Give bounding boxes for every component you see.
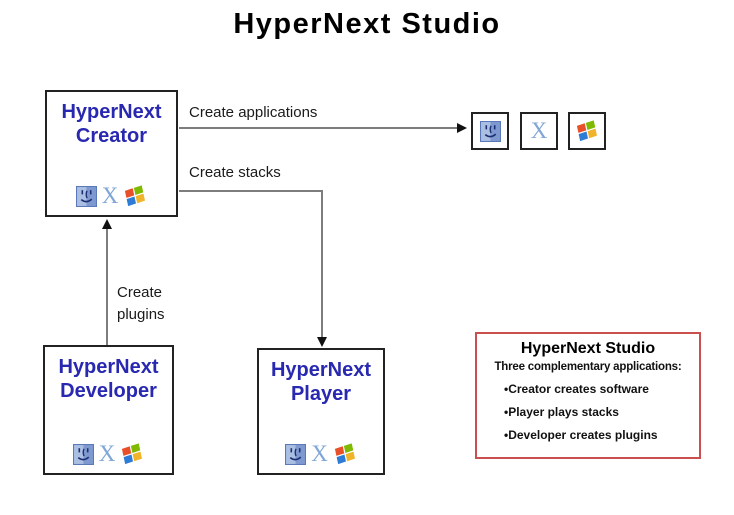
bullet-icon: • [504,405,509,419]
info-box-bullet-list: •Creator creates software •Player plays … [477,382,699,442]
create-plugins-label-line2: plugins [117,305,165,323]
info-bullet-creator: •Creator creates software [504,382,699,396]
create-applications-arrowhead-icon [457,123,467,133]
mac-os-x-icon: X [530,118,548,143]
windows-icon [120,442,144,466]
mac-os-x-icon: X [101,183,119,208]
info-box-subtitle: Three complementary applications: [494,361,682,373]
info-box: HyperNext Studio Three complementary app… [475,332,701,459]
info-bullet-developer: •Developer creates plugins [504,428,699,442]
player-platform-icons: X [259,442,383,466]
create-plugins-arrow-vline [106,229,108,345]
creator-title-line1: HyperNext [61,101,162,123]
player-box-title: HyperNext Player [259,359,383,406]
page-title: HyperNext Studio [233,8,501,40]
creator-title-line2: Creator [75,124,148,147]
create-stacks-arrowhead-icon [317,337,327,347]
create-stacks-arrow-hline [179,190,323,192]
bullet-icon: • [504,428,509,442]
info-bullet-developer-text: Developer creates plugins [508,428,658,442]
player-box: HyperNext Player X [257,348,385,475]
developer-box: HyperNext Developer X [43,345,174,475]
mac-os-x-icon: X [98,441,116,466]
developer-platform-icons: X [45,442,172,466]
platform-box-osx: X [520,112,558,150]
create-stacks-label: Create stacks [189,164,281,181]
info-box-title: HyperNext Studio [520,340,656,357]
platform-box-windows [568,112,606,150]
create-plugins-arrowhead-icon [102,219,112,229]
create-stacks-arrow-vline [321,190,323,338]
developer-title-line2: Developer [60,379,157,402]
info-bullet-player: •Player plays stacks [504,405,699,419]
windows-icon [575,119,599,143]
windows-icon [123,184,147,208]
create-applications-label: Create applications [189,104,318,121]
mac-classic-icon [72,443,94,465]
create-plugins-label-line1: Create [117,284,163,301]
developer-box-title: HyperNext Developer [45,356,172,403]
info-bullet-creator-text: Creator creates software [508,382,649,396]
player-title-line1: HyperNext [270,359,372,381]
creator-platform-icons: X [47,184,176,208]
mac-os-x-icon: X [311,441,328,466]
mac-classic-icon [285,443,307,465]
create-plugins-label: Create plugins [117,282,165,326]
bullet-icon: • [504,382,509,396]
creator-box: HyperNext Creator X [45,90,178,217]
developer-title-line1: HyperNext [58,356,159,378]
mac-classic-icon [479,120,501,142]
creator-box-title: HyperNext Creator [47,101,176,148]
info-bullet-player-text: Player plays stacks [508,405,619,419]
create-applications-arrow-line [179,127,459,129]
windows-icon [333,442,357,466]
player-title-line2: Player [290,382,352,405]
platform-box-mac [471,112,509,150]
mac-classic-icon [75,185,97,207]
